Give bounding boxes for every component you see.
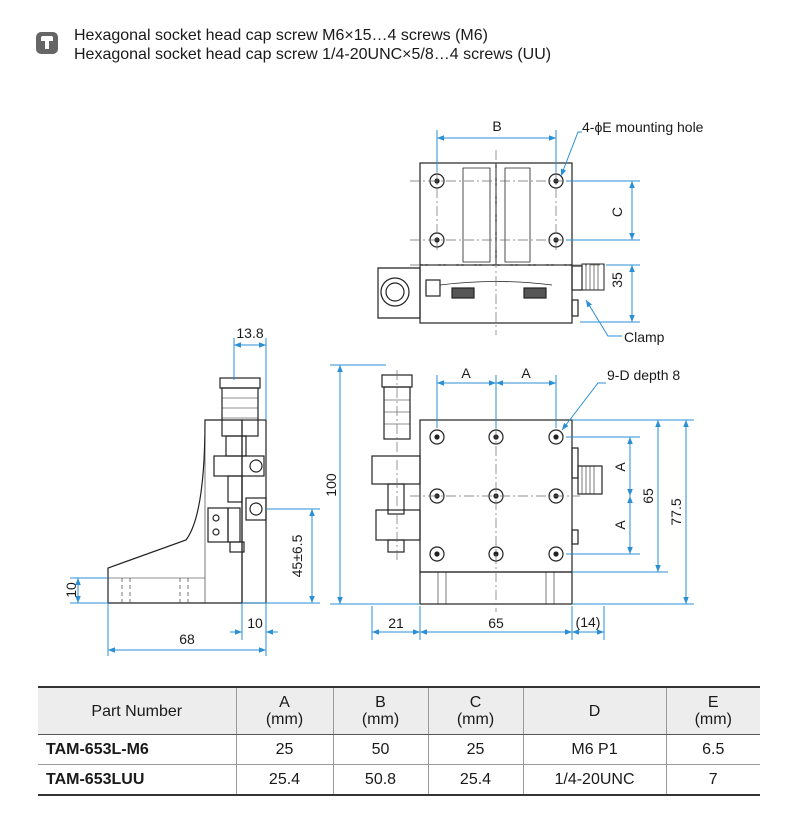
note-line-uu: Hexagonal socket head cap screw 1/4-20UN… [74, 46, 552, 63]
value-c-cell: 25.4 [427, 764, 523, 796]
header-c: C(mm) [427, 686, 523, 735]
dim-100-label: 100 [323, 473, 339, 497]
side-view-dimensions [70, 338, 320, 656]
dim-10-width-label: 10 [247, 615, 263, 631]
dim-68-label: 68 [179, 631, 195, 647]
dim-65-vertical-label: 65 [640, 488, 656, 504]
side-view-hidden [121, 578, 189, 603]
value-c-cell: 25 [427, 734, 523, 765]
spec-table: Part Number A(mm) B(mm) C(mm) D E(mm) TA… [38, 686, 760, 796]
dim-77-5-label: 77.5 [668, 498, 684, 525]
header-d: D [522, 686, 666, 735]
dim-a-v1-label: A [612, 462, 628, 472]
dim-a-v2-label: A [612, 520, 628, 530]
dim-a-h1-label: A [461, 365, 471, 381]
dim-10-height-label: 10 [63, 582, 79, 598]
header-b: B(mm) [332, 686, 428, 735]
value-b-cell: 50.8 [332, 764, 428, 796]
value-d-cell: M6 P1 [522, 734, 666, 765]
top-view-dimensions [436, 130, 640, 337]
wrench-icon [36, 32, 58, 54]
dim-45-label: 45±6.5 [289, 534, 305, 577]
part-number-cell: TAM-653L-M6 [38, 734, 236, 765]
value-e-cell: 6.5 [665, 734, 760, 765]
technical-drawing: B C 35 4-ϕE mounting hole Clamp [63, 118, 704, 656]
part-number-cell: TAM-653LUU [38, 764, 236, 796]
header-e: E(mm) [665, 686, 760, 735]
front-view-centerlines [396, 370, 580, 612]
front-view-holes [429, 429, 564, 562]
header-part-number: Part Number [38, 686, 236, 735]
table-row: TAM-653L-M6 25 50 25 M6 P1 6.5 [38, 734, 760, 765]
dim-65-horizontal-label: 65 [488, 615, 504, 631]
tapped-holes-label: 9-D depth 8 [607, 367, 680, 383]
top-view-centerlines [410, 150, 610, 335]
note-line-m6: Hexagonal socket head cap screw M6×15…4 … [74, 27, 488, 44]
dim-21-label: 21 [388, 615, 404, 631]
dim-c-label: C [609, 207, 625, 217]
table-header-row: Part Number A(mm) B(mm) C(mm) D E(mm) [38, 686, 760, 735]
value-b-cell: 50 [332, 734, 428, 765]
value-a-cell: 25.4 [235, 764, 333, 796]
value-d-cell: 1/4-20UNC [522, 764, 666, 796]
dim-a-h2-label: A [521, 365, 531, 381]
value-a-cell: 25 [235, 734, 333, 765]
value-e-cell: 7 [665, 764, 760, 796]
micrometer-head [219, 377, 261, 389]
dim-14-label: (14) [576, 614, 601, 630]
dim-13-8-label: 13.8 [236, 325, 263, 341]
front-view-dimensions [330, 364, 694, 640]
dim-35-label: 35 [609, 272, 625, 288]
header-a: A(mm) [235, 686, 333, 735]
side-view-bracket [107, 419, 243, 604]
screw-note-text: Hexagonal socket head cap screw M6×15…4 … [74, 26, 714, 64]
table-row: TAM-653LUU 25.4 50.8 25.4 1/4-20UNC 7 [38, 764, 760, 796]
mounting-hole-label: 4-ϕE mounting hole [582, 119, 704, 135]
clamp-label: Clamp [624, 329, 665, 345]
dim-b-label: B [492, 118, 501, 134]
front-view [371, 374, 603, 605]
side-view [107, 377, 267, 604]
top-view [377, 162, 605, 324]
